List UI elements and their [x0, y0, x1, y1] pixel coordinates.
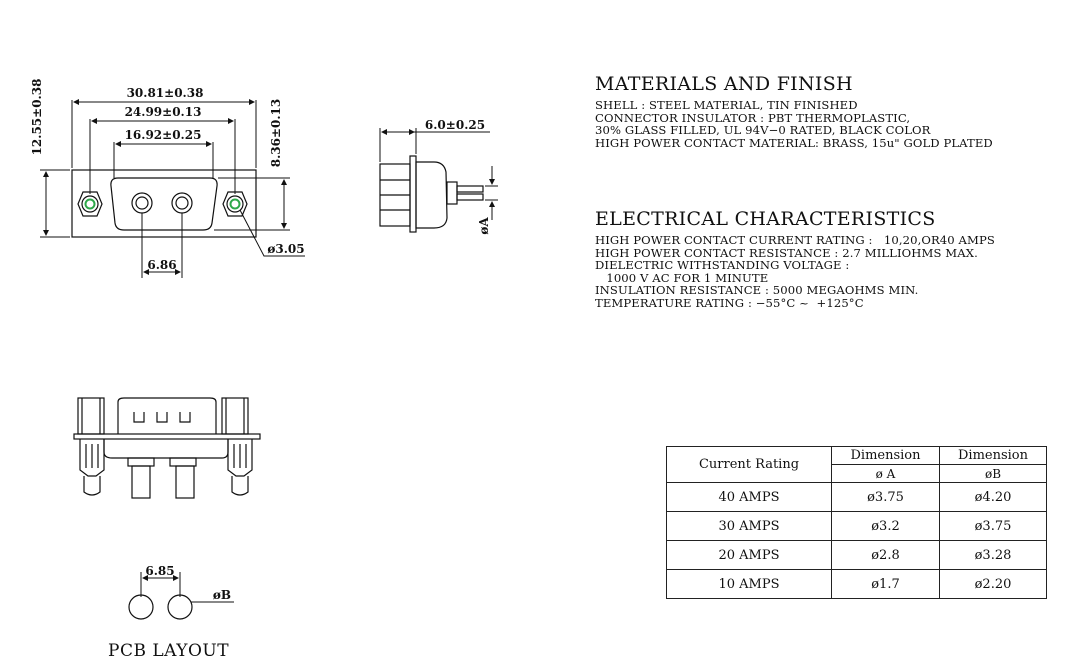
dim-overall-height: 12.55±0.38	[30, 79, 44, 156]
dim-contact-pitch: 6.86	[147, 258, 176, 272]
materials-line: HIGH POWER CONTACT MATERIAL: BRASS, 15u"…	[595, 135, 993, 150]
dim-mount-hole-dia: ø3.05	[267, 242, 304, 256]
dim-shell-width: 16.92±0.25	[125, 128, 202, 142]
electrical-section: ELECTRICAL CHARACTERISTICS HIGH POWER CO…	[595, 208, 995, 309]
header-current-rating: Current Rating	[666, 446, 832, 483]
front-view	[71, 169, 257, 238]
electrical-line: DIELECTRIC WITHSTANDING VOLTAGE :	[595, 258, 850, 272]
side-body	[415, 161, 448, 229]
materials-section: MATERIALS AND FINISH SHELL : STEEL MATER…	[595, 73, 993, 149]
cell-rating: 20 AMPS	[666, 540, 832, 570]
dim-pcb-pitch: 6.85	[145, 564, 174, 578]
side-flange	[409, 155, 417, 233]
electrical-heading: ELECTRICAL CHARACTERISTICS	[595, 208, 936, 230]
front-flange	[71, 169, 257, 238]
bottom-post-left	[131, 465, 151, 499]
electrical-line: 1000 V AC FOR 1 MINUTE	[595, 270, 769, 285]
front-hex-left	[77, 191, 103, 217]
cell-dia-a: ø3.75	[831, 482, 940, 512]
cell-rating: 10 AMPS	[666, 569, 832, 599]
bottom-body	[103, 439, 229, 459]
bottom-post-right	[175, 465, 195, 499]
cell-rating: 40 AMPS	[666, 482, 832, 512]
electrical-line: HIGH POWER CONTACT CURRENT RATING : 10,2…	[595, 233, 995, 247]
bottom-view	[73, 397, 261, 499]
pcb-layout-caption: PCB LAYOUT	[108, 641, 230, 661]
electrical-line: INSULATION RESISTANCE : 5000 MEGAOHMS MI…	[595, 283, 919, 297]
bottom-flange	[73, 433, 261, 440]
side-dimension-lines	[379, 128, 498, 220]
subheader-dia-a: ø A	[831, 464, 940, 483]
dim-shell-height: 8.36±0.13	[269, 99, 283, 168]
dim-side-depth: 6.0±0.25	[425, 118, 485, 132]
table-row: 40 AMPS ø3.75 ø4.20	[666, 482, 1047, 512]
cell-dia-a: ø3.2	[831, 511, 940, 541]
table-row: 10 AMPS ø1.7 ø2.20	[666, 569, 1047, 599]
subheader-dia-b: øB	[939, 464, 1047, 483]
cell-dia-a: ø2.8	[831, 540, 940, 570]
materials-line: CONNECTOR INSULATOR : PBT THERMOPLASTIC,	[595, 110, 911, 125]
side-pin-top	[456, 185, 484, 193]
dim-pin-dia-a: øA	[477, 217, 491, 235]
dim-pcb-hole: øB	[213, 588, 231, 602]
front-dimension-lines	[40, 99, 305, 278]
contact-right	[171, 192, 193, 214]
front-hex-right	[222, 191, 248, 217]
pcb-layout	[128, 572, 234, 620]
dim-mount-spacing: 24.99±0.13	[125, 105, 202, 119]
pcb-hole-left	[128, 594, 154, 620]
cell-dia-a: ø1.7	[831, 569, 940, 599]
header-dimension-b: Dimension	[939, 446, 1047, 465]
electrical-line: HIGH POWER CONTACT RESISTANCE : 2.7 MILL…	[595, 245, 978, 260]
materials-heading: MATERIALS AND FINISH	[595, 73, 853, 95]
side-view	[379, 155, 484, 233]
current-rating-table: Current Rating Dimension Dimension ø A ø…	[666, 446, 1047, 599]
materials-line: 30% GLASS FILLED, UL 94V−0 RATED, BLACK …	[595, 123, 931, 137]
cell-dia-b: ø3.28	[939, 540, 1047, 570]
cell-dia-b: ø4.20	[939, 482, 1047, 512]
side-pin-bottom	[456, 193, 484, 201]
bottom-shell	[117, 397, 217, 434]
electrical-line: TEMPERATURE RATING : −55°C ~ +125°C	[595, 295, 864, 310]
materials-line: SHELL : STEEL MATERIAL, TIN FINISHED	[595, 98, 858, 112]
cell-dia-b: ø2.20	[939, 569, 1047, 599]
cell-rating: 30 AMPS	[666, 511, 832, 541]
table-row: 30 AMPS ø3.2 ø3.75	[666, 511, 1047, 541]
dim-overall-width: 30.81±0.38	[127, 86, 204, 100]
cell-dia-b: ø3.75	[939, 511, 1047, 541]
mount-hole-left-icon	[84, 198, 96, 210]
header-dimension-a: Dimension	[831, 446, 940, 465]
table-row: 20 AMPS ø2.8 ø3.28	[666, 540, 1047, 570]
mount-hole-right-icon	[229, 198, 241, 210]
contact-left	[131, 192, 153, 214]
front-shell	[110, 177, 218, 231]
pcb-hole-right	[167, 594, 193, 620]
